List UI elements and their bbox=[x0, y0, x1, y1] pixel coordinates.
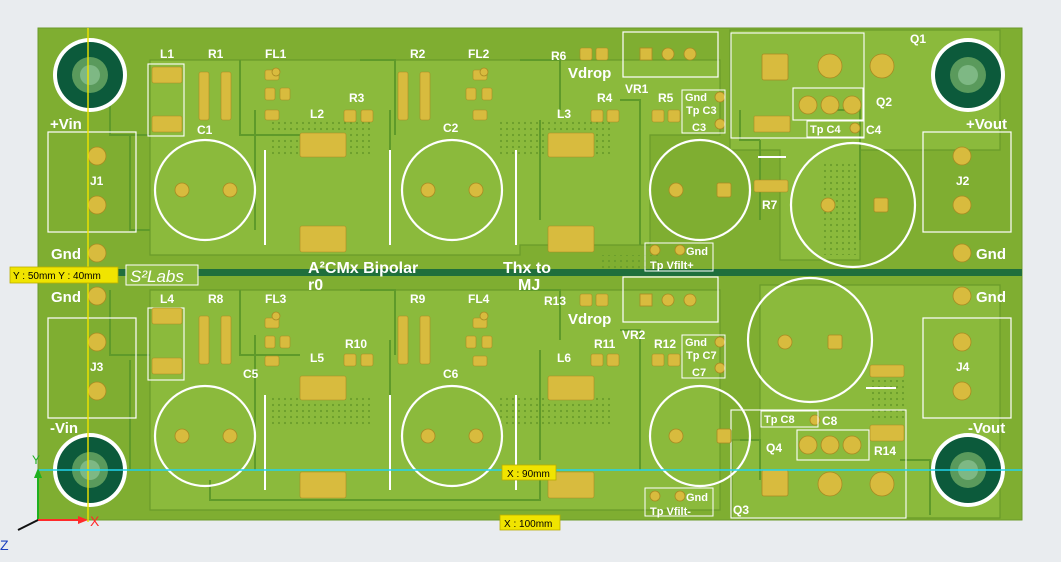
refdes-c6: C6 bbox=[443, 367, 459, 381]
refdes-q4: Q4 bbox=[766, 441, 782, 455]
tp-c7-gnd: Gnd bbox=[685, 337, 707, 349]
refdes-fl4: FL4 bbox=[468, 292, 490, 306]
label-gnd-in-bottom: Gnd bbox=[51, 289, 81, 306]
axis-z-label: Z bbox=[0, 537, 9, 553]
refdes-vdrop-bottom: Vdrop bbox=[568, 311, 611, 328]
mounting-holes bbox=[53, 38, 1005, 507]
tp-c8: Tp C8 bbox=[764, 414, 795, 426]
label-gnd-out-bottom: Gnd bbox=[976, 289, 1006, 306]
refdes-r7: R7 bbox=[762, 198, 778, 212]
refdes-fl3: FL3 bbox=[265, 292, 287, 306]
refdes-r9: R9 bbox=[410, 292, 426, 306]
refdes-l6: L6 bbox=[557, 351, 571, 365]
refdes-c4: C4 bbox=[866, 123, 882, 137]
tp-c7: Tp C7 bbox=[686, 350, 717, 362]
refdes-r5: R5 bbox=[658, 91, 674, 105]
refdes-r14: R14 bbox=[874, 444, 896, 458]
board-thanks-line2: MJ bbox=[518, 277, 540, 294]
tp-vfilt-pos: Tp Vfilt+ bbox=[650, 260, 694, 272]
axis-gizmo: Y X Z bbox=[0, 453, 100, 553]
refdes-q2: Q2 bbox=[876, 95, 892, 109]
measurement-overlay: Y : 50mm Y : 40mm X : 90mm X : 100mm bbox=[9, 28, 1022, 531]
refdes-j2: J2 bbox=[956, 174, 970, 188]
label-vout-neg: -Vout bbox=[968, 420, 1005, 437]
refdes-c3: C3 bbox=[692, 122, 706, 134]
refdes-r4: R4 bbox=[597, 91, 613, 105]
refdes-vr2: VR2 bbox=[622, 328, 646, 342]
tp-vfilt-pos-gnd: Gnd bbox=[686, 246, 708, 258]
label-vout-pos: +Vout bbox=[966, 116, 1007, 133]
y-measure-tag: Y : 50mm Y : 40mm bbox=[13, 271, 101, 282]
axis-x-label: X bbox=[90, 513, 100, 529]
smd-pads bbox=[151, 47, 905, 499]
connector-outlines bbox=[47, 31, 1012, 419]
refdes-r10: R10 bbox=[345, 337, 367, 351]
silk-markers bbox=[264, 150, 896, 490]
refdes-j4: J4 bbox=[956, 360, 970, 374]
tp-vfilt-neg-gnd: Gnd bbox=[686, 492, 708, 504]
rail-divider bbox=[38, 269, 1022, 276]
refdes-j1: J1 bbox=[90, 174, 104, 188]
refdes-r13: R13 bbox=[544, 294, 566, 308]
refdes-r2: R2 bbox=[410, 47, 426, 61]
refdes-c7: C7 bbox=[692, 367, 706, 379]
tp-c3-gnd: Gnd bbox=[685, 92, 707, 104]
label-vin-pos: +Vin bbox=[50, 116, 82, 133]
refdes-l2: L2 bbox=[310, 107, 324, 121]
board-title-line1: A²CMx Bipolar bbox=[308, 260, 418, 277]
refdes-c2: C2 bbox=[443, 121, 459, 135]
refdes-c8: C8 bbox=[822, 414, 838, 428]
refdes-fl2: FL2 bbox=[468, 47, 490, 61]
tht-pads bbox=[87, 47, 972, 502]
refdes-r11: R11 bbox=[594, 337, 616, 351]
refdes-q3: Q3 bbox=[733, 503, 749, 517]
refdes-l5: L5 bbox=[310, 351, 324, 365]
label-vin-neg: -Vin bbox=[50, 420, 78, 437]
label-gnd-in-top: Gnd bbox=[51, 246, 81, 263]
label-gnd-out-top: Gnd bbox=[976, 246, 1006, 263]
refdes-r6: R6 bbox=[551, 49, 567, 63]
refdes-vdrop-top: Vdrop bbox=[568, 65, 611, 82]
component-outlines bbox=[147, 32, 907, 519]
testpoint-boxes bbox=[644, 89, 865, 517]
refdes-l1: L1 bbox=[160, 47, 174, 61]
tp-c4: Tp C4 bbox=[810, 124, 841, 136]
refdes-r1: R1 bbox=[208, 47, 224, 61]
refdes-fl1: FL1 bbox=[265, 47, 287, 61]
logo-text: S²Labs bbox=[130, 267, 184, 286]
refdes-l4: L4 bbox=[160, 292, 174, 306]
refdes-vr1: VR1 bbox=[625, 82, 649, 96]
refdes-j3: J3 bbox=[90, 360, 104, 374]
s2labs-logo: S²Labs bbox=[125, 264, 199, 286]
x100-measure-tag: X : 100mm bbox=[504, 519, 552, 530]
capacitor-outlines bbox=[153, 138, 917, 488]
tp-vfilt-neg: Tp Vfilt- bbox=[650, 506, 691, 518]
refdes-c1: C1 bbox=[197, 123, 213, 137]
refdes-q1: Q1 bbox=[910, 32, 926, 46]
tp-c3: Tp C3 bbox=[686, 105, 717, 117]
board-title-line2: r0 bbox=[308, 277, 323, 294]
refdes-r12: R12 bbox=[654, 337, 676, 351]
refdes-r3: R3 bbox=[349, 91, 365, 105]
axis-y-label: Y bbox=[32, 453, 40, 467]
x90-measure-tag: X : 90mm bbox=[507, 469, 550, 480]
refdes-r8: R8 bbox=[208, 292, 224, 306]
refdes-l3: L3 bbox=[557, 107, 571, 121]
board-thanks-line1: Thx to bbox=[503, 260, 551, 277]
refdes-c5: C5 bbox=[243, 367, 259, 381]
